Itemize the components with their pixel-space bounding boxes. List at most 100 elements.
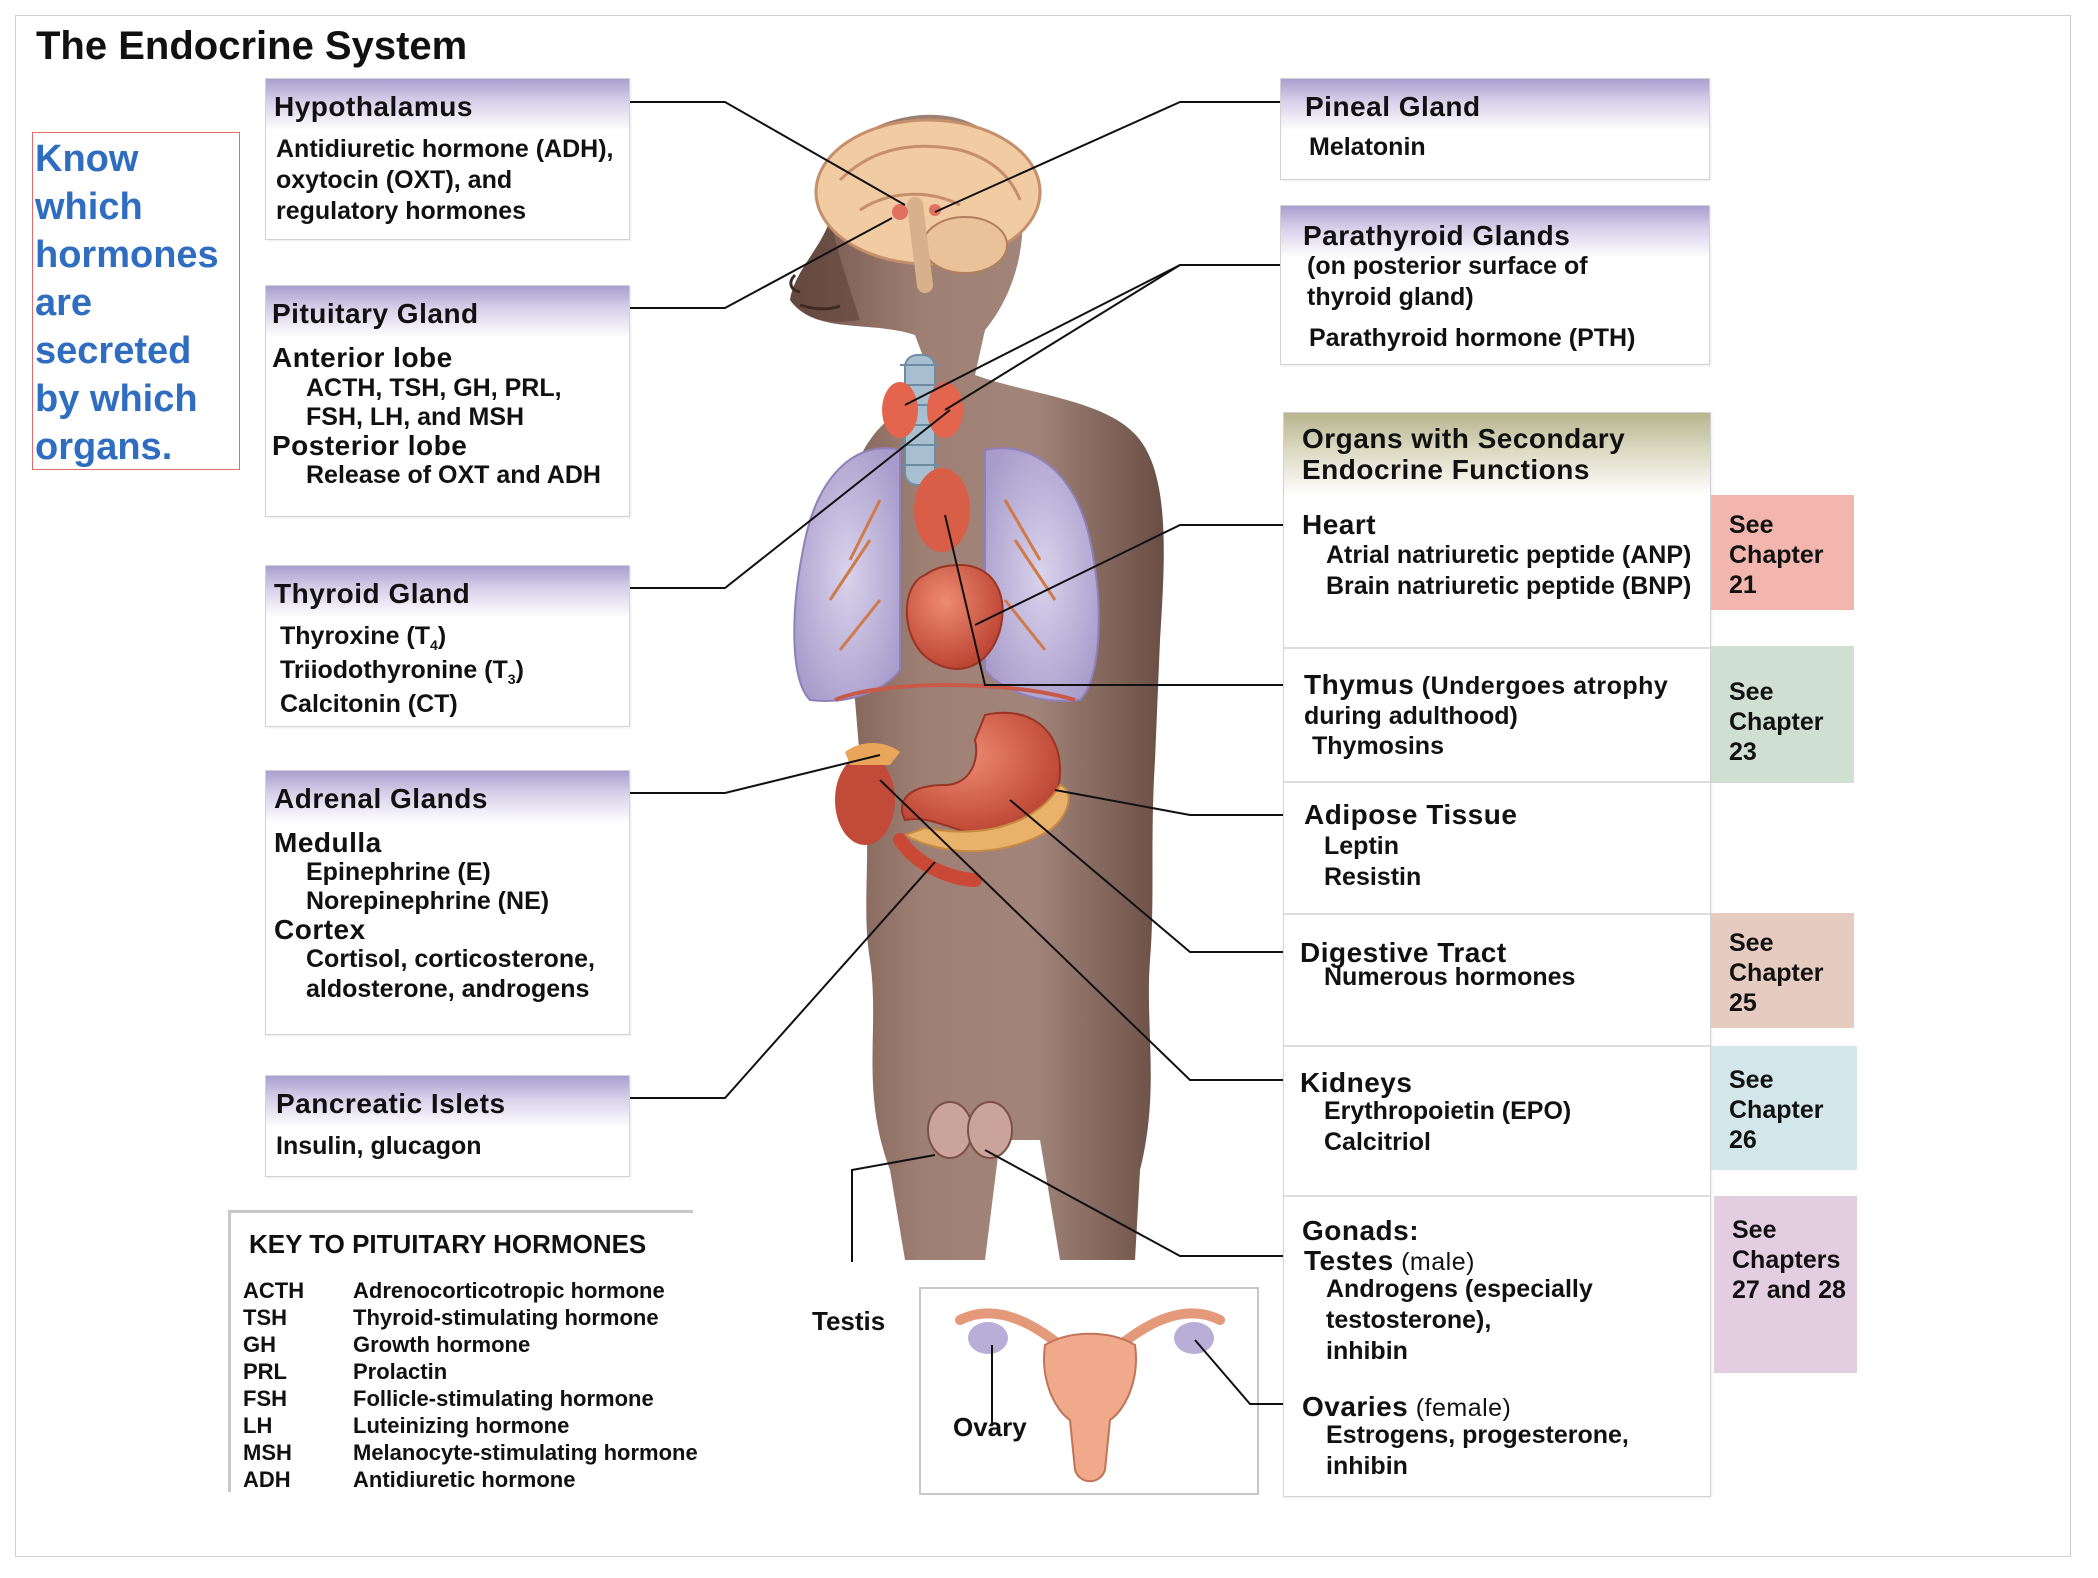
thymus-organ xyxy=(914,468,970,552)
pituitary-key: KEY TO PITUITARY HORMONES ACTH Adrenocor… xyxy=(228,1210,698,1492)
trachea-thyroid xyxy=(882,354,963,486)
intestine-organ xyxy=(893,833,982,887)
key-abbr: LH xyxy=(243,1413,273,1438)
posterior-lobe-line: Release of OXT and ADH xyxy=(306,461,601,489)
cortex-label: Cortex xyxy=(274,914,366,945)
key-name: Adrenocorticotropic hormone xyxy=(353,1278,665,1303)
leader-lines xyxy=(630,101,1290,1425)
adipose-line: Leptin xyxy=(1324,832,1399,860)
note-line: which xyxy=(35,186,143,228)
pituitary-panel: Pituitary Gland Anterior lobe ACTH, TSH,… xyxy=(265,285,630,517)
medulla-line: Norepinephrine (NE) xyxy=(306,887,550,915)
testis-label: Testis xyxy=(812,1306,886,1336)
diaphragm-line xyxy=(834,683,1076,702)
pineal-line: Melatonin xyxy=(1309,133,1426,161)
page-title: The Endocrine System xyxy=(36,24,468,68)
thyroid-title: Thyroid Gland xyxy=(274,578,471,609)
posterior-lobe-label: Posterior lobe xyxy=(272,430,468,461)
digestive-line: Numerous hormones xyxy=(1324,963,1576,991)
note-line: hormones xyxy=(35,234,219,276)
secondary-functions-panel: Organs with Secondary Endocrine Function… xyxy=(1283,412,1711,1497)
ovaries-line: inhibin xyxy=(1326,1452,1408,1480)
key-title: KEY TO PITUITARY HORMONES xyxy=(249,1229,647,1259)
key-abbr: ADH xyxy=(243,1467,291,1492)
cortex-line: aldosterone, androgens xyxy=(306,975,590,1003)
testes-organ xyxy=(927,1101,1013,1159)
kidneys-title: Kidneys xyxy=(1300,1067,1413,1098)
parathyroid-title: Parathyroid Glands xyxy=(1303,220,1571,251)
testes-line: Androgens (especially xyxy=(1326,1275,1593,1303)
pancreas-organ xyxy=(902,783,1070,853)
key-name: Follicle-stimulating hormone xyxy=(353,1386,654,1411)
ovaries-label: Ovaries (female) xyxy=(1302,1391,1512,1422)
adipose-line: Resistin xyxy=(1324,863,1422,891)
ovary-label: Ovary xyxy=(953,1412,1027,1442)
thymus-note: during adulthood) xyxy=(1304,702,1518,730)
heart-line: Brain natriuretic peptide (BNP) xyxy=(1326,572,1692,600)
secondary-title: Organs with Secondary xyxy=(1302,423,1626,454)
adrenal-panel: Adrenal Glands Medulla Epinephrine (E) N… xyxy=(265,770,630,1035)
heart-line: Atrial natriuretic peptide (ANP) xyxy=(1326,541,1692,569)
parathyroid-panel: Parathyroid Glands (on posterior surface… xyxy=(1280,205,1710,365)
medulla-label: Medulla xyxy=(274,827,382,858)
thymus-title: Thymus (Undergoes atrophy xyxy=(1304,669,1669,700)
parathyroid-line: Parathyroid hormone (PTH) xyxy=(1309,324,1636,352)
study-note: Know which hormones are secreted by whic… xyxy=(32,132,240,470)
chapter-tab-21: See Chapter 21 xyxy=(1711,495,1854,610)
pineal-title: Pineal Gland xyxy=(1305,91,1481,122)
note-line: Know xyxy=(35,138,139,180)
adipose-title: Adipose Tissue xyxy=(1304,799,1518,830)
key-name: Growth hormone xyxy=(353,1332,531,1357)
chapter-tab-25: See Chapter 25 xyxy=(1711,913,1854,1028)
hypothalamus-title: Hypothalamus xyxy=(274,91,473,122)
divider xyxy=(1284,647,1710,649)
gonads-title: Gonads: xyxy=(1302,1215,1420,1246)
secondary-title: Endocrine Functions xyxy=(1302,454,1590,485)
thyroxine-line: Thyroxine (T4) xyxy=(280,622,447,653)
cortex-line: Cortisol, corticosterone, xyxy=(306,945,595,973)
testes-line: inhibin xyxy=(1326,1337,1408,1365)
key-name: Prolactin xyxy=(353,1359,448,1384)
key-name: Thyroid-stimulating hormone xyxy=(353,1305,659,1330)
heart-organ xyxy=(905,563,1004,670)
pancreas-title: Pancreatic Islets xyxy=(276,1088,506,1119)
testes-line: testosterone), xyxy=(1326,1306,1492,1334)
kidneys-line: Calcitriol xyxy=(1324,1128,1431,1156)
pineal-panel: Pineal Gland Melatonin xyxy=(1280,78,1710,180)
key-name: Melanocyte-stimulating hormone xyxy=(353,1440,698,1465)
hypothalamus-panel: Hypothalamus Antidiuretic hormone (ADH),… xyxy=(265,78,630,240)
hypothalamus-line: Antidiuretic hormone (ADH), xyxy=(276,135,614,163)
divider xyxy=(1284,913,1710,915)
thyroid-panel: Thyroid Gland Thyroxine (T4) Triiodothyr… xyxy=(265,565,630,727)
note-line: by which xyxy=(35,378,198,420)
chapter-tab-26: See Chapter 26 xyxy=(1711,1046,1857,1170)
kidneys-line: Erythropoietin (EPO) xyxy=(1324,1097,1572,1125)
lungs xyxy=(793,447,1100,702)
note-line: organs. xyxy=(35,426,173,468)
note-line: are xyxy=(35,282,93,324)
key-abbr: TSH xyxy=(243,1305,287,1330)
note-line: secreted xyxy=(35,330,192,372)
ovaries-line: Estrogens, progesterone, xyxy=(1326,1421,1629,1449)
pituitary-title: Pituitary Gland xyxy=(272,298,479,329)
kidney-adrenal xyxy=(835,743,900,845)
key-name: Luteinizing hormone xyxy=(353,1413,570,1438)
key-abbr: FSH xyxy=(243,1386,287,1411)
calcitonin-line: Calcitonin (CT) xyxy=(280,690,458,718)
pancreas-line: Insulin, glucagon xyxy=(276,1132,482,1160)
anterior-lobe-line: ACTH, TSH, GH, PRL, xyxy=(306,374,562,402)
chapter-tab-23: See Chapter 23 xyxy=(1711,646,1854,783)
medulla-line: Epinephrine (E) xyxy=(306,858,491,886)
divider xyxy=(1284,781,1710,783)
pancreas-panel: Pancreatic Islets Insulin, glucagon xyxy=(265,1075,630,1177)
hypothalamus-line: regulatory hormones xyxy=(276,197,527,225)
parathyroid-sub: thyroid gland) xyxy=(1307,283,1474,311)
divider xyxy=(1284,1045,1710,1047)
key-abbr: MSH xyxy=(243,1440,292,1465)
uterus-illustration xyxy=(955,1308,1225,1483)
triiodothyronine-line: Triiodothyronine (T3) xyxy=(280,656,524,687)
key-abbr: PRL xyxy=(243,1359,287,1384)
parathyroid-sub: (on posterior surface of xyxy=(1307,252,1588,280)
divider xyxy=(1284,1195,1710,1197)
